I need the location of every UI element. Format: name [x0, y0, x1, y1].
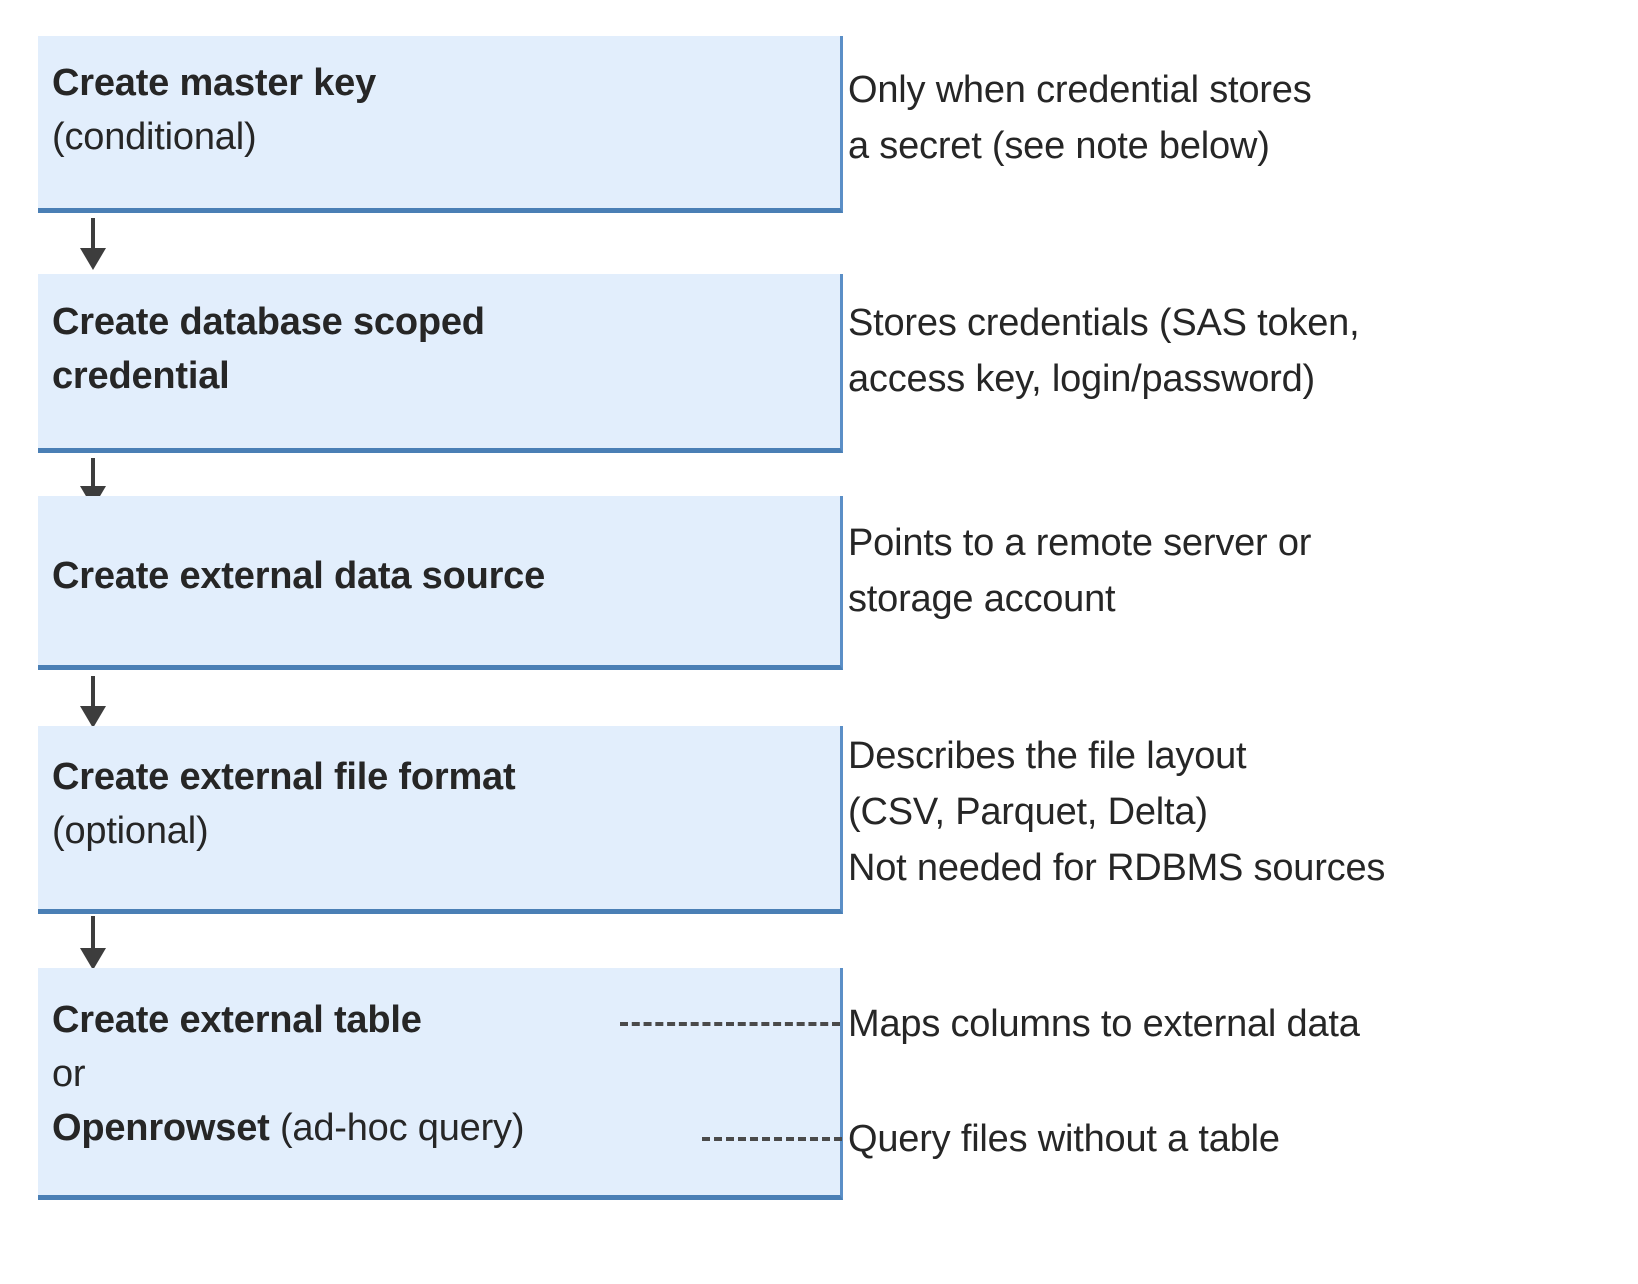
- step-label-create-master-key: Create master key (conditional): [52, 56, 1628, 164]
- step-subtitle-create-master-key: (conditional): [52, 116, 257, 158]
- step-title-create-external-table: Create external table: [52, 999, 422, 1041]
- step-title-openrowset-light: (ad-hoc query): [269, 1107, 525, 1149]
- note-create-external-data-source: Points to a remote server or storage acc…: [848, 515, 1311, 627]
- note-openrowset: Query files without a table: [848, 1111, 1280, 1167]
- arrow-head: [80, 948, 106, 970]
- arrow-down-icon-3: [80, 676, 106, 728]
- step-title-create-master-key: Create master key: [52, 62, 377, 104]
- arrow-shaft: [91, 676, 95, 710]
- note-create-external-table: Maps columns to external data: [848, 996, 1360, 1052]
- arrow-head: [80, 706, 106, 728]
- step-title-create-external-file-format: Create external file format: [52, 756, 516, 798]
- step-title-line-1: Create database scoped: [52, 301, 485, 343]
- note-create-database-scoped-credential: Stores credentials (SAS token, access ke…: [848, 295, 1360, 407]
- note-line: (CSV, Parquet, Delta): [848, 791, 1208, 833]
- step-separator-or: or: [52, 1053, 86, 1095]
- step-label-create-external-data-source: Create external data source: [52, 549, 1628, 603]
- note-create-external-file-format: Describes the file layout (CSV, Parquet,…: [848, 728, 1385, 896]
- note-line: Not needed for RDBMS sources: [848, 847, 1386, 889]
- note-line: Only when credential stores: [848, 69, 1312, 111]
- step-box-create-external-data-source[interactable]: [38, 496, 843, 670]
- note-line: access key, login/password): [848, 358, 1315, 400]
- step-box-create-database-scoped-credential[interactable]: [38, 274, 843, 453]
- note-line: Describes the file layout: [848, 735, 1247, 777]
- note-line: Points to a remote server or: [848, 522, 1312, 564]
- step-title-openrowset: Openrowset (ad-hoc query): [52, 1101, 1628, 1155]
- step-title-create-external-data-source: Create external data source: [52, 555, 546, 597]
- step-box-create-external-file-format[interactable]: [38, 726, 843, 914]
- dashed-connector-external-table: [620, 1022, 840, 1026]
- note-line: Query files without a table: [848, 1118, 1280, 1160]
- step-box-create-external-table-or-openrowset[interactable]: [38, 968, 843, 1200]
- step-label-create-external-table-or-openrowset: Create external table or Openrowset (ad-…: [52, 993, 1628, 1155]
- note-create-master-key: Only when credential stores a secret (se…: [848, 62, 1312, 174]
- step-subtitle-create-external-file-format: (optional): [52, 810, 209, 852]
- note-line: a secret (see note below): [848, 125, 1270, 167]
- step-title-openrowset-strong: Openrowset: [52, 1107, 270, 1149]
- arrow-shaft: [91, 916, 95, 952]
- step-box-create-master-key[interactable]: [38, 36, 843, 213]
- note-line: storage account: [848, 578, 1116, 620]
- step-title-line-2: credential: [52, 355, 230, 397]
- arrow-down-icon-4: [80, 916, 106, 972]
- step-label-create-external-file-format: Create external file format (optional): [52, 750, 1628, 858]
- arrow-down-icon-1: [80, 218, 106, 270]
- arrow-shaft: [91, 218, 95, 252]
- step-label-create-database-scoped-credential: Create database scoped credential: [52, 295, 1628, 403]
- arrow-shaft: [91, 458, 95, 490]
- note-line: Maps columns to external data: [848, 1003, 1360, 1045]
- note-line: Stores credentials (SAS token,: [848, 302, 1360, 344]
- arrow-head: [80, 248, 106, 270]
- dashed-connector-openrowset: [702, 1137, 842, 1141]
